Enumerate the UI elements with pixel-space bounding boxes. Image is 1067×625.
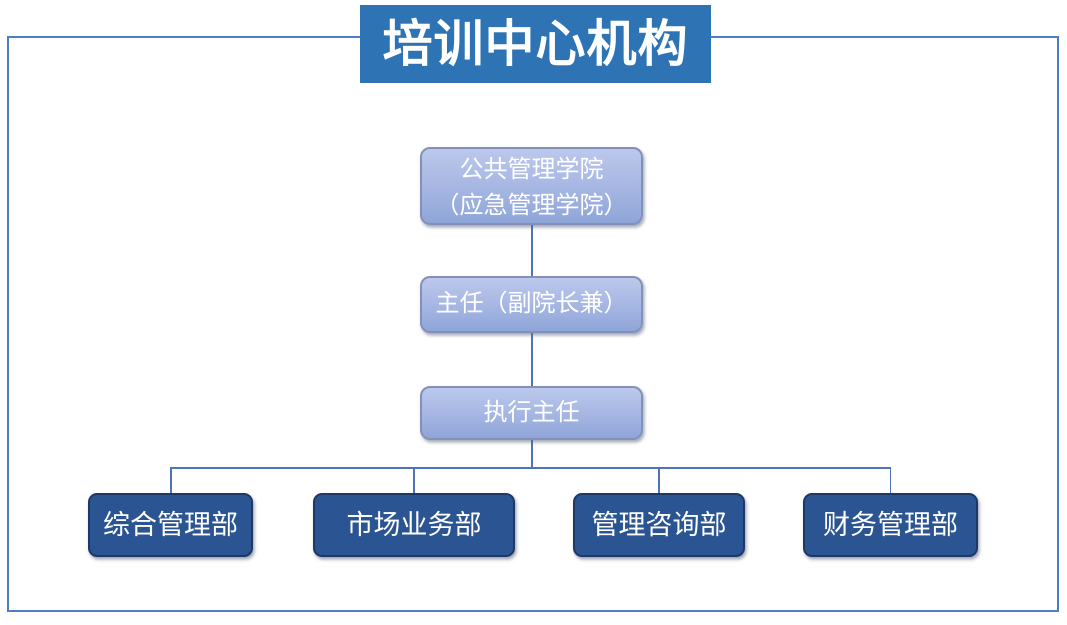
connector-director-to-exec bbox=[531, 333, 533, 386]
connector-drop-dept-4 bbox=[889, 467, 891, 493]
connector-bus-line bbox=[170, 467, 891, 469]
page-title: 培训中心机构 bbox=[360, 5, 711, 83]
org-node-root-line2: （应急管理学院） bbox=[435, 193, 628, 219]
org-node-dept-management-consulting: 管理咨询部 bbox=[573, 493, 745, 557]
org-node-dept-market-business: 市场业务部 bbox=[313, 493, 515, 557]
org-node-executive-director: 执行主任 bbox=[420, 386, 643, 440]
org-node-director: 主任（副院长兼） bbox=[420, 276, 643, 333]
org-node-dept-general-management: 综合管理部 bbox=[88, 493, 253, 557]
connector-root-to-director bbox=[531, 225, 533, 276]
org-node-dept-finance-management: 财务管理部 bbox=[803, 493, 978, 557]
org-node-root-line1: 公共管理学院 bbox=[459, 157, 604, 183]
connector-drop-dept-2 bbox=[413, 467, 415, 493]
org-node-root: 公共管理学院 （应急管理学院） bbox=[420, 147, 643, 225]
connector-drop-dept-3 bbox=[658, 467, 660, 493]
connector-drop-dept-1 bbox=[170, 467, 172, 493]
connector-exec-to-bus bbox=[531, 440, 533, 468]
